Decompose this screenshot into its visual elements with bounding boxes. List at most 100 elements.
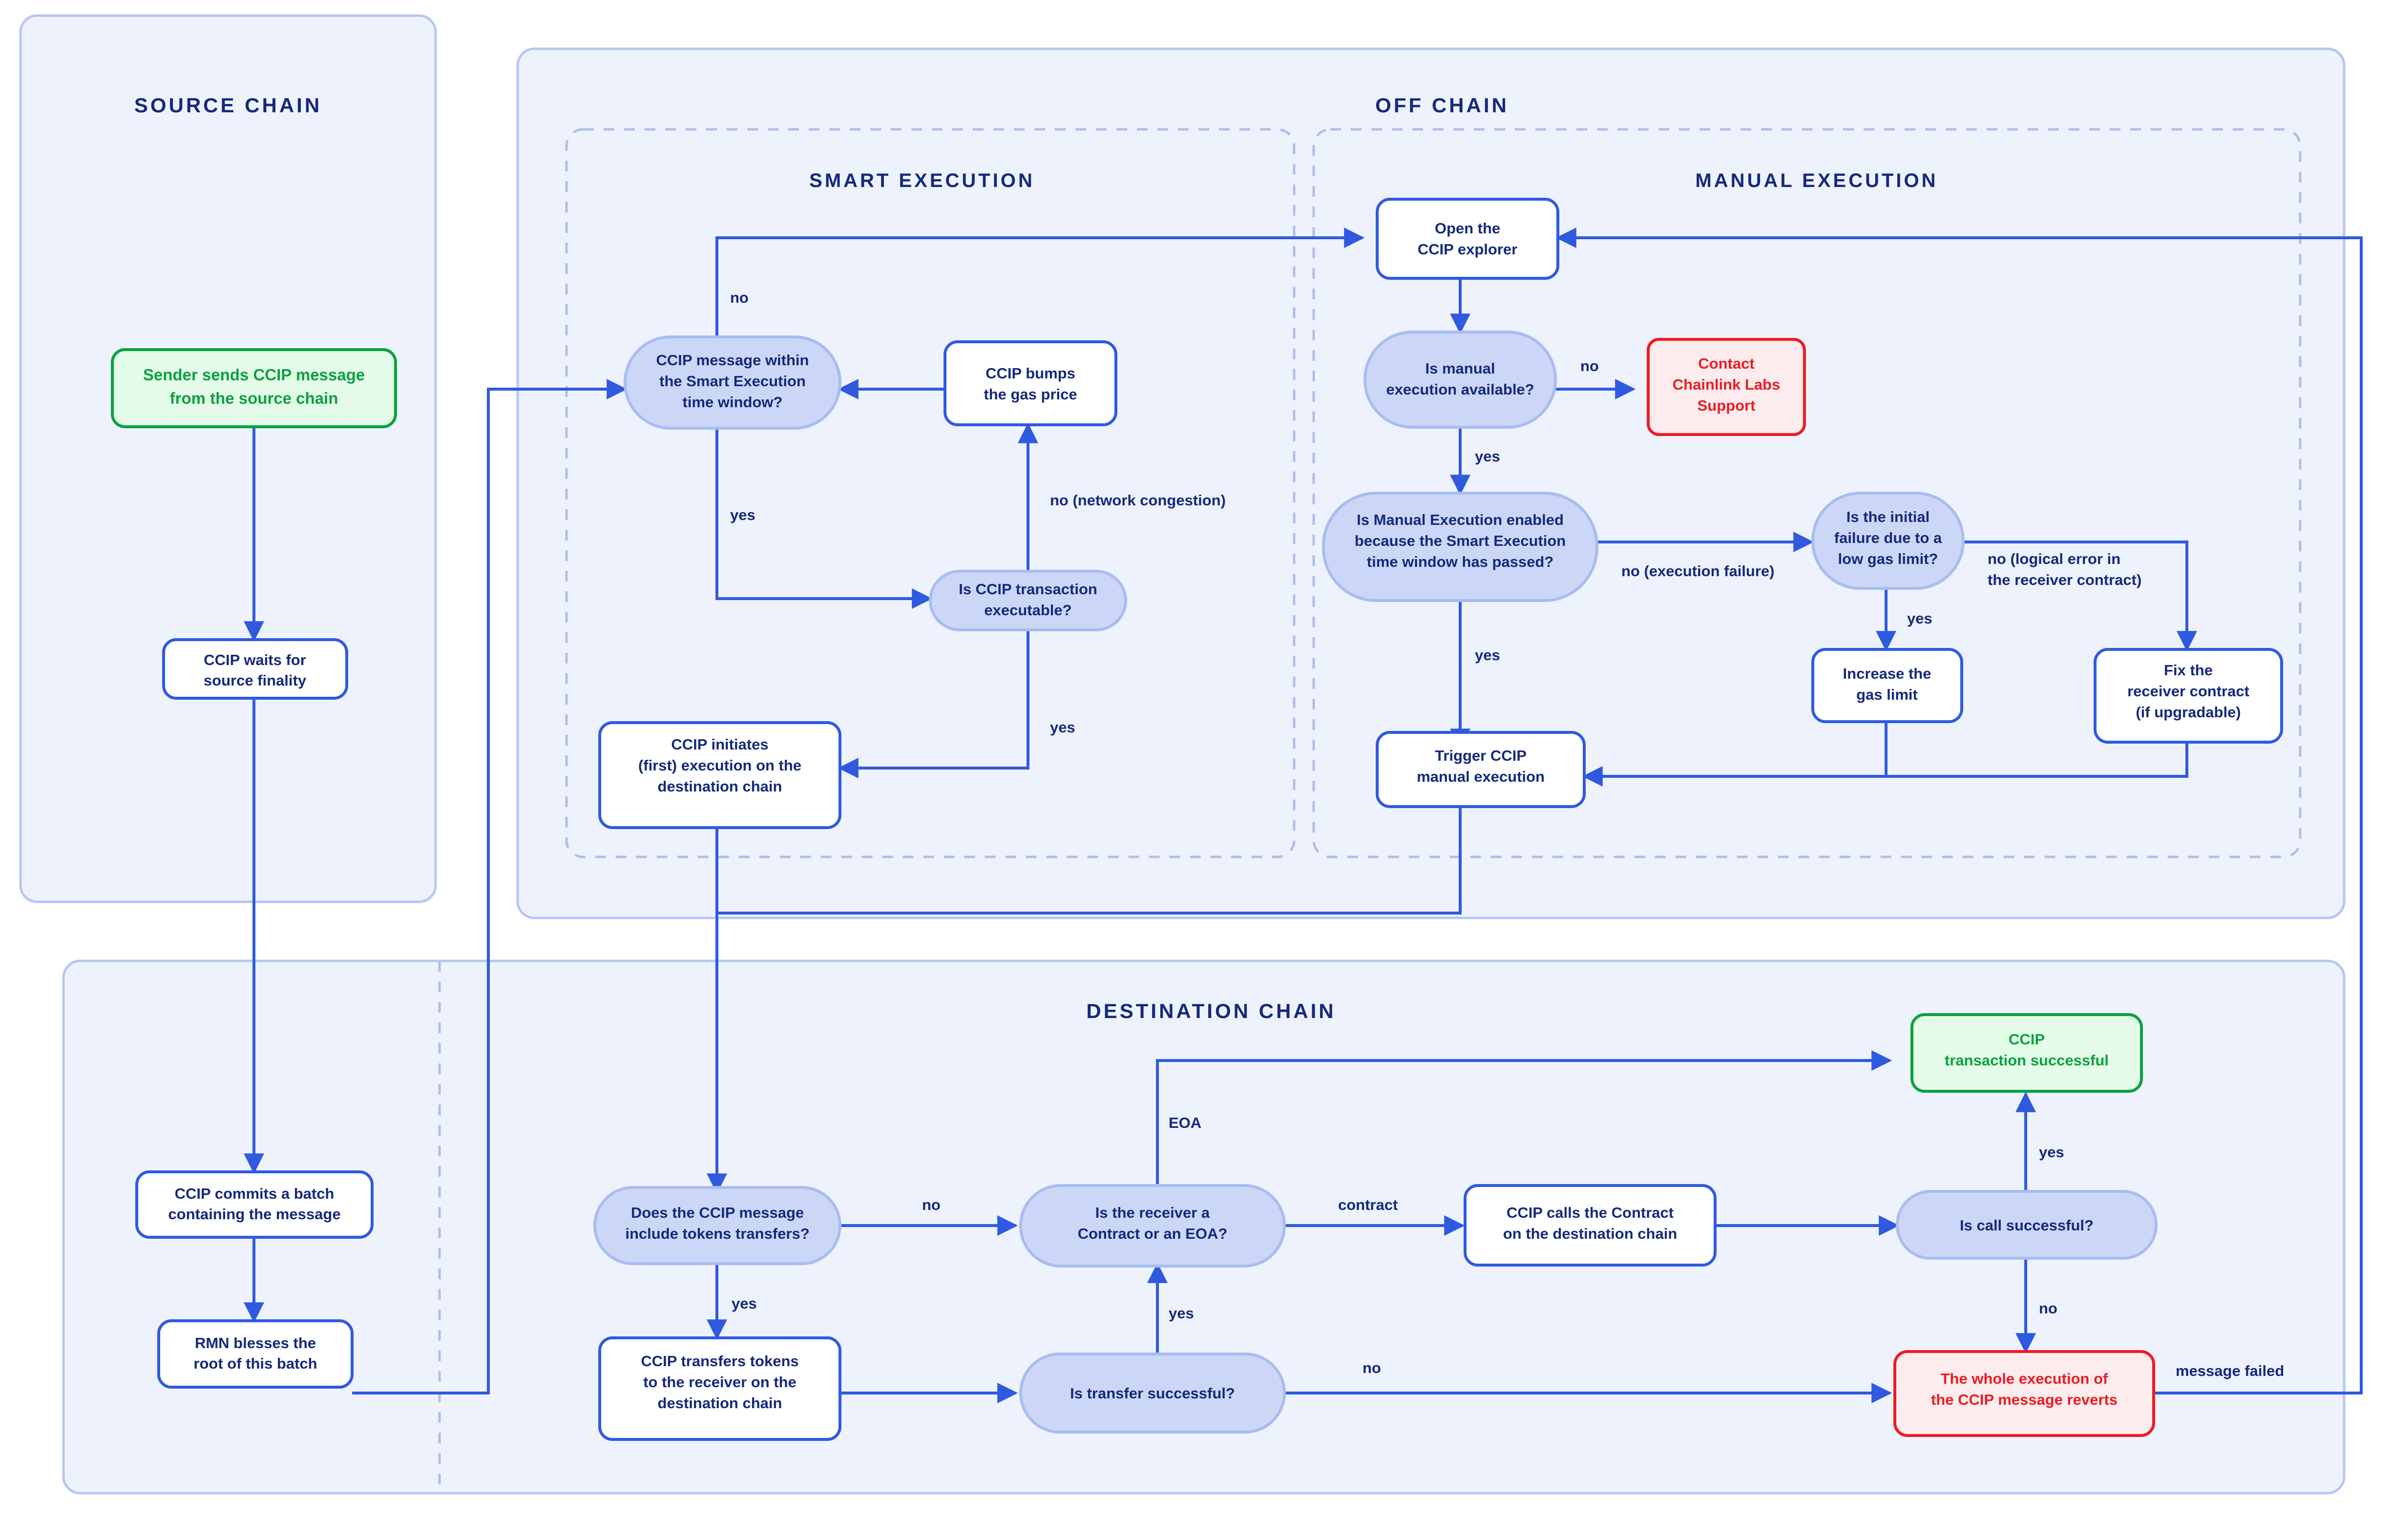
node-sender-sends[interactable]: Sender sends CCIP message from the sourc… — [111, 348, 397, 428]
node-transfers-tokens-line1: CCIP transfers tokens — [641, 1353, 798, 1370]
edge-initial-failure-no — [1963, 541, 2197, 652]
edge-trigger-to-destination-bus — [717, 806, 1462, 915]
edge-rmn-to-within-window — [352, 379, 628, 1394]
node-rmn-blesses-line1: RMN blesses the — [195, 1334, 316, 1352]
edge-label-executable-yes: yes — [1050, 719, 1075, 736]
node-initiates-exec-line1: CCIP initiates — [671, 736, 768, 753]
node-rmn-blesses-line2: root of this batch — [193, 1355, 317, 1372]
node-contact-support[interactable]: Contact Chainlink Labs Support — [1647, 338, 1806, 436]
node-bumps-gas[interactable]: CCIP bumps the gas price — [944, 340, 1117, 426]
node-calls-contract-line2: on the destination chain — [1503, 1225, 1678, 1242]
edge-label-transfer-no: no — [1363, 1359, 1381, 1376]
node-trigger-manual-line2: manual execution — [1417, 768, 1545, 785]
edge-label-manual-available-no: no — [1580, 357, 1599, 375]
node-open-explorer-line1: Open the — [1435, 220, 1500, 237]
edge-label-within-window-no: no — [730, 289, 749, 306]
node-calls-contract-line1: CCIP calls the Contract — [1507, 1204, 1674, 1221]
node-transfer-successful[interactable]: Is transfer successful? — [1019, 1353, 1286, 1434]
edge-label-executable-no-congestion: no (network congestion) — [1050, 492, 1226, 509]
lane-title-smart-execution: SMART EXECUTION — [809, 170, 1035, 191]
node-within-window[interactable]: CCIP message within the Smart Execution … — [624, 335, 841, 430]
lane-manual-execution: MANUAL EXECUTION — [1312, 128, 2302, 858]
node-initiates-exec-line3: destination chain — [658, 778, 782, 795]
lane-title-manual-execution: MANUAL EXECUTION — [1695, 170, 1938, 191]
node-include-tokens[interactable]: Does the CCIP message include tokens tra… — [593, 1186, 841, 1265]
node-receiver-type[interactable]: Is the receiver a Contract or an EOA? — [1019, 1184, 1286, 1268]
node-contact-support-line3: Support — [1698, 397, 1756, 414]
node-within-window-line2: the Smart Execution — [659, 373, 806, 390]
node-manual-enabled-line3: time window has passed? — [1367, 553, 1553, 570]
node-manual-available-line1: Is manual — [1426, 360, 1495, 377]
edge-label-receiver-eoa: EOA — [1169, 1114, 1201, 1131]
edge-receiver-eoa — [1156, 1050, 1892, 1186]
node-transfers-tokens-line3: destination chain — [658, 1394, 782, 1412]
node-commits-batch[interactable]: CCIP commits a batch containing the mess… — [135, 1170, 374, 1239]
node-fix-receiver-line1: Fix the — [2164, 662, 2213, 679]
node-within-window-line1: CCIP message within — [656, 352, 809, 369]
node-tx-successful[interactable]: CCIP transaction successful — [1910, 1013, 2143, 1093]
node-whole-reverts-line1: The whole execution of — [1941, 1370, 2108, 1387]
node-whole-reverts[interactable]: The whole execution of the CCIP message … — [1893, 1350, 2155, 1437]
node-bumps-gas-line2: the gas price — [984, 386, 1077, 403]
node-increase-gas[interactable]: Increase the gas limit — [1811, 648, 1963, 723]
edge-label-manual-enabled-yes: yes — [1475, 646, 1500, 664]
node-include-tokens-line2: include tokens transfers? — [625, 1225, 809, 1242]
edge-label-receiver-contract: contract — [1338, 1196, 1398, 1213]
node-initial-failure-line2: failure due to a — [1834, 529, 1942, 546]
node-contact-support-line1: Contact — [1698, 355, 1754, 372]
edge-label-message-failed: message failed — [2176, 1362, 2284, 1379]
node-manual-enabled-line1: Is Manual Execution enabled — [1357, 511, 1564, 528]
edge-label-call-yes: yes — [2039, 1144, 2064, 1161]
node-calls-contract[interactable]: CCIP calls the Contract on the destinati… — [1464, 1184, 1717, 1267]
node-commits-batch-line1: CCIP commits a batch — [175, 1185, 335, 1202]
node-fix-receiver[interactable]: Fix the receiver contract (if upgradable… — [2094, 648, 2283, 744]
node-commits-batch-line2: containing the message — [168, 1206, 340, 1223]
node-is-executable[interactable]: Is CCIP transaction executable? — [929, 570, 1127, 631]
lane-title-source-chain: SOURCE CHAIN — [134, 94, 322, 117]
edge-label-tokens-yes: yes — [732, 1295, 757, 1312]
edge-label-call-no: no — [2039, 1300, 2057, 1317]
lane-title-off-chain: OFF CHAIN — [1375, 94, 1509, 117]
node-manual-enabled[interactable]: Is Manual Execution enabled because the … — [1322, 492, 1598, 602]
node-increase-gas-line1: Increase the — [1843, 665, 1931, 682]
node-is-executable-line1: Is CCIP transaction — [959, 581, 1097, 598]
lane-title-destination-chain: DESTINATION CHAIN — [1086, 999, 1336, 1022]
edges-layer — [244, 228, 2363, 1403]
node-manual-available[interactable]: Is manual execution available? — [1363, 331, 1557, 429]
node-call-successful[interactable]: Is call successful? — [1896, 1190, 2158, 1260]
edge-executable-yes — [838, 630, 1029, 778]
node-within-window-line3: time window? — [683, 394, 783, 411]
node-waits-finality-line2: source finality — [204, 672, 307, 689]
node-transfers-tokens[interactable]: CCIP transfers tokens to the receiver on… — [598, 1336, 841, 1441]
node-is-executable-line2: executable? — [984, 602, 1071, 619]
node-waits-finality-line1: CCIP waits for — [204, 651, 306, 668]
node-initiates-exec[interactable]: CCIP initiates (first) execution on the … — [598, 721, 841, 829]
node-manual-enabled-line2: because the Smart Execution — [1355, 532, 1566, 549]
node-tx-successful-line1: CCIP — [2009, 1031, 2045, 1048]
node-initial-failure[interactable]: Is the initial failure due to a low gas … — [1811, 492, 1965, 590]
node-fix-receiver-line3: (if upgradable) — [2136, 704, 2241, 721]
lane-source-chain: SOURCE CHAIN — [19, 14, 437, 903]
node-increase-gas-line2: gas limit — [1856, 686, 1918, 703]
node-receiver-type-line1: Is the receiver a — [1095, 1204, 1210, 1221]
node-whole-reverts-line2: the CCIP message reverts — [1931, 1391, 2118, 1408]
node-open-explorer[interactable]: Open the CCIP explorer — [1376, 198, 1559, 280]
edge-label-transfer-yes: yes — [1169, 1305, 1194, 1322]
node-trigger-manual[interactable]: Trigger CCIP manual execution — [1376, 731, 1586, 808]
lane-smart-execution: SMART EXECUTION — [565, 128, 1296, 858]
edge-label-tokens-no: no — [922, 1196, 941, 1213]
node-sender-sends-line1: Sender sends CCIP message — [143, 366, 365, 384]
node-receiver-type-line2: Contract or an EOA? — [1078, 1225, 1228, 1242]
node-sender-sends-line2: from the source chain — [170, 389, 338, 407]
node-open-explorer-line2: CCIP explorer — [1418, 241, 1517, 258]
edge-label-initial-failure-no-l2: the receiver contract) — [1988, 571, 2141, 588]
edge-label-initial-failure-yes: yes — [1907, 610, 1932, 627]
node-rmn-blesses[interactable]: RMN blesses the root of this batch — [157, 1319, 354, 1389]
edge-within-window-yes — [715, 428, 933, 609]
node-waits-finality[interactable]: CCIP waits for source finality — [162, 638, 348, 700]
node-initiates-exec-line2: (first) execution on the — [638, 757, 801, 774]
edge-labels-layer: no yes no (network congestion) yes no ye… — [730, 289, 2284, 1379]
node-initial-failure-line3: low gas limit? — [1838, 550, 1938, 567]
node-call-successful-label: Is call successful? — [1960, 1217, 2094, 1234]
